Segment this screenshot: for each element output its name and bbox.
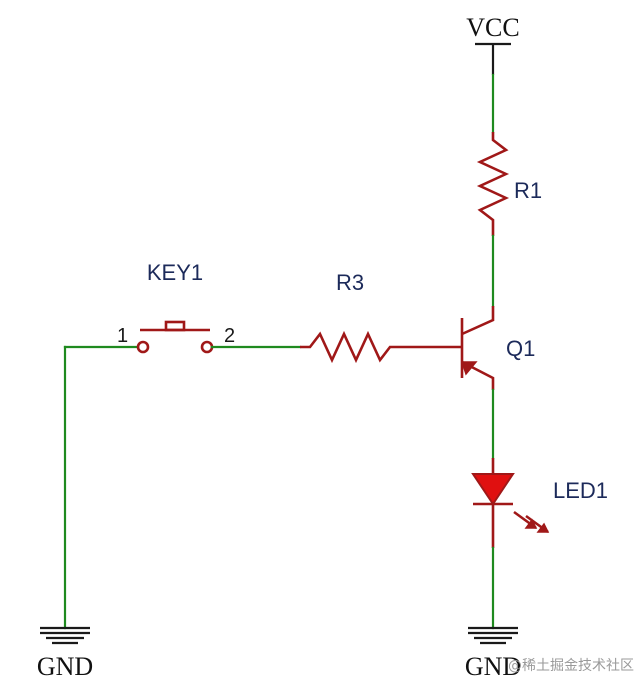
key1-label: KEY1 xyxy=(147,260,203,285)
transistor-q1 xyxy=(400,306,495,390)
resistor-r3 xyxy=(300,330,400,364)
r3-label: R3 xyxy=(336,270,364,295)
r1-label: R1 xyxy=(514,178,542,203)
ground-symbol-left xyxy=(40,626,90,645)
gnd-left-label: GND xyxy=(37,652,93,681)
led1-label: LED1 xyxy=(553,478,608,503)
resistor-r1 xyxy=(476,132,510,236)
key1-pin1-label: 1 xyxy=(117,325,128,347)
key1-pin2-label: 2 xyxy=(224,325,235,347)
watermark: @稀土掘金技术社区 xyxy=(508,658,634,674)
pushbutton-key1 xyxy=(136,320,214,354)
vcc-label: VCC xyxy=(466,13,519,42)
gnd-right-label: GND xyxy=(465,652,521,681)
vcc-symbol xyxy=(475,42,511,75)
ground-symbol-right xyxy=(468,626,518,645)
led-led1 xyxy=(471,458,550,548)
q1-label: Q1 xyxy=(506,336,535,361)
